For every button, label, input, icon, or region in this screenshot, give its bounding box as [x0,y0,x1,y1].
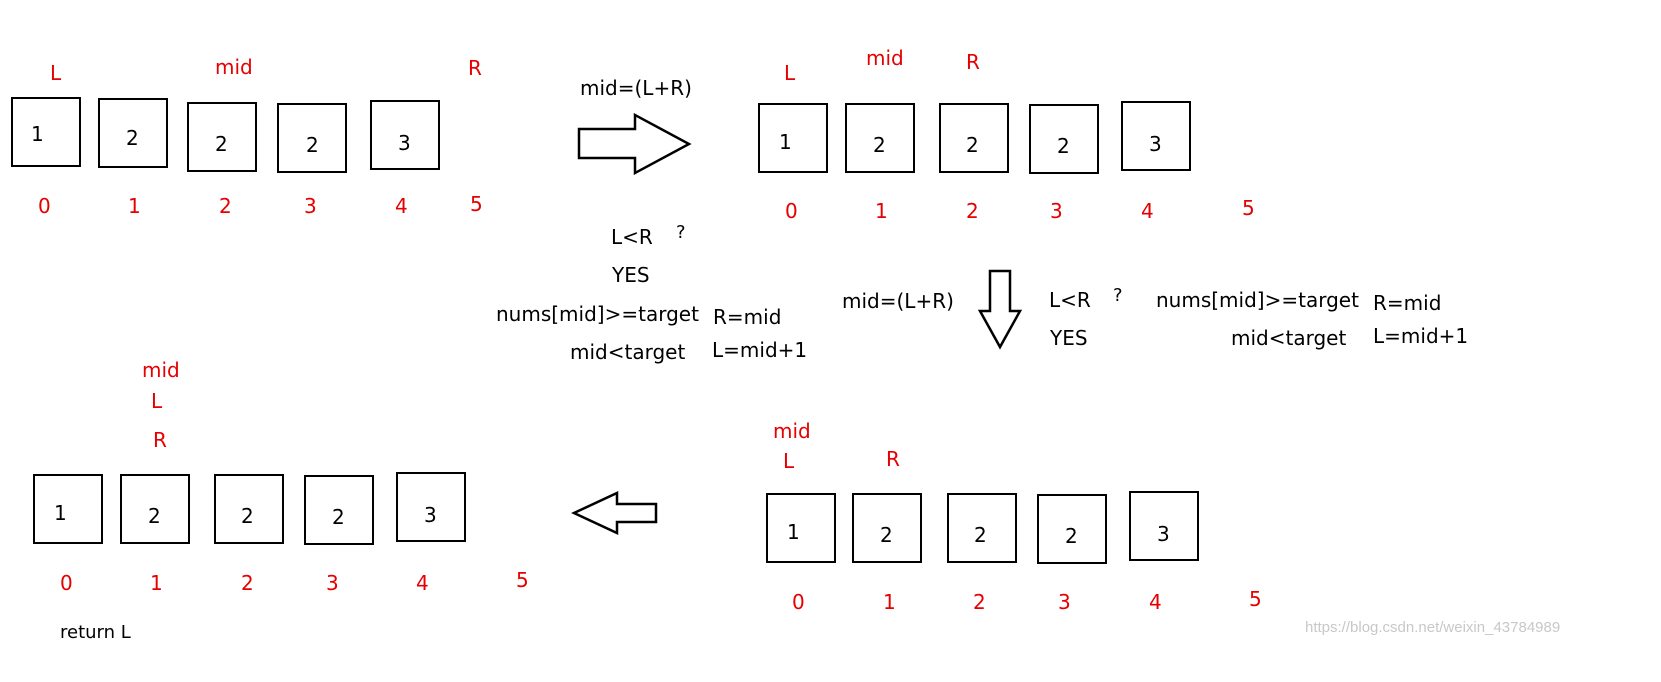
yes-text: YES [1050,326,1088,350]
index-label: 2 [966,199,979,223]
rule-condition-ge: nums[mid]>=target [496,302,699,326]
question-mark: ? [676,222,686,243]
array-cell: 3 [1129,491,1199,561]
index-label: 0 [792,590,805,614]
index-label: 3 [1050,199,1063,223]
index-label: 3 [1058,590,1071,614]
condition-text: L<R [1049,288,1091,312]
index-label: 0 [785,199,798,223]
rule-action-ge: R=mid [1373,291,1442,315]
array-cell: 2 [1029,104,1099,174]
array-cell: 2 [277,103,347,173]
index-label: 0 [60,571,73,595]
cell-value: 2 [241,504,254,528]
question-mark: ? [1113,285,1123,306]
cell-value: 2 [148,504,161,528]
index-label: 2 [241,571,254,595]
cell-value: 2 [126,126,139,150]
pointer-label-R: R [153,428,167,452]
array-cell: 2 [852,493,922,563]
pointer-label-mid: mid [215,55,253,79]
cell-value: 2 [880,523,893,547]
index-label: 4 [1149,590,1162,614]
cell-value: 1 [787,520,800,544]
array-cell: 2 [187,102,257,172]
cell-value: 1 [31,122,44,146]
cell-value: 2 [1057,134,1070,158]
array-cell: 2 [845,103,915,173]
index-label: 1 [883,590,896,614]
cell-value: 2 [332,505,345,529]
array-cell: 3 [1121,101,1191,171]
index-label: 3 [326,571,339,595]
array-cell: 1 [11,97,81,167]
cell-value: 2 [215,132,228,156]
rule-action-ge: R=mid [713,305,782,329]
index-label: 1 [875,199,888,223]
index-label: 5 [1249,587,1262,611]
condition-text: L<R [611,225,653,249]
rule-action-lt: L=mid+1 [712,338,808,362]
array-cell: 2 [939,103,1009,173]
pointer-label-L: L [50,61,62,85]
cell-value: 2 [873,133,886,157]
cell-value: 2 [1065,524,1078,548]
rule-action-lt: L=mid+1 [1373,324,1469,348]
index-label: 2 [973,590,986,614]
array-cell: 2 [98,98,168,168]
yes-text: YES [612,263,650,287]
rule-condition-lt: mid<target [570,340,686,364]
pointer-label-L: L [783,449,795,473]
down-arrow-icon [977,269,1023,350]
array-cell: 3 [370,100,440,170]
pointer-label-R: R [886,447,900,471]
array-cell: 2 [1037,494,1107,564]
cell-value: 2 [974,523,987,547]
array-cell: 1 [33,474,103,544]
cell-value: 3 [1157,522,1170,546]
mid-formula: mid=(L+R) [580,76,692,100]
array-cell: 1 [766,493,836,563]
array-cell: 3 [396,472,466,542]
rule-condition-ge: nums[mid]>=target [1156,288,1359,312]
cell-value: 1 [779,130,792,154]
index-label: 4 [1141,199,1154,223]
array-cell: 1 [758,103,828,173]
index-label: 5 [516,568,529,592]
pointer-label-R: R [468,56,482,80]
index-label: 4 [416,571,429,595]
cell-value: 2 [966,133,979,157]
cell-value: 1 [54,501,67,525]
index-label: 2 [219,194,232,218]
watermark: https://blog.csdn.net/weixin_43784989 [1305,619,1561,636]
index-label: 4 [395,194,408,218]
index-label: 3 [304,194,317,218]
return-statement: return L [60,622,131,643]
left-arrow-icon [571,491,658,535]
pointer-label-mid: mid [142,358,180,382]
array-cell: 2 [120,474,190,544]
cell-value: 3 [398,131,411,155]
pointer-label-mid: mid [773,419,811,443]
pointer-label-mid: mid [866,46,904,70]
cell-value: 2 [306,133,319,157]
index-label: 0 [38,194,51,218]
array-cell: 2 [214,474,284,544]
index-label: 1 [150,571,163,595]
pointer-label-R: R [966,50,980,74]
pointer-label-L: L [151,389,163,413]
array-cell: 2 [304,475,374,545]
mid-formula: mid=(L+R) [842,289,954,313]
index-label: 5 [470,192,483,216]
cell-value: 3 [424,503,437,527]
pointer-label-L: L [784,61,796,85]
index-label: 5 [1242,196,1255,220]
rule-condition-lt: mid<target [1231,326,1347,350]
cell-value: 3 [1149,132,1162,156]
right-arrow-icon [577,112,692,176]
array-cell: 2 [947,493,1017,563]
index-label: 1 [128,194,141,218]
